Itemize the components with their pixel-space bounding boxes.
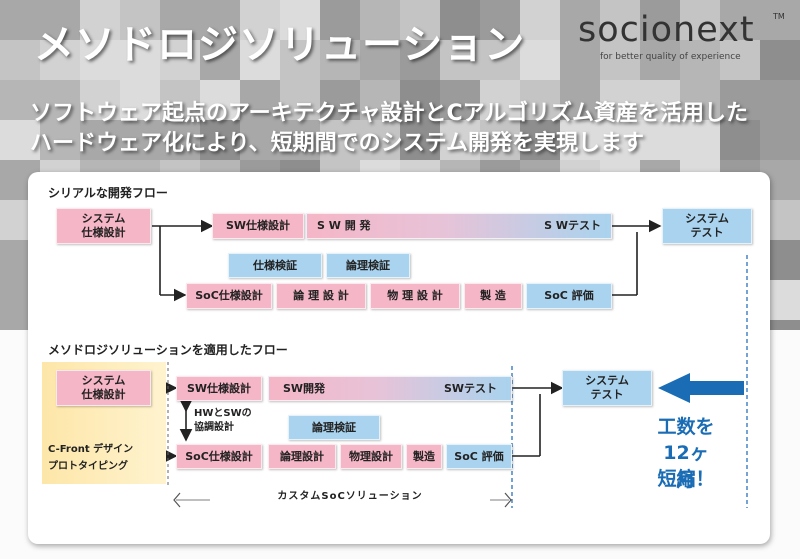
method-manufacture: 製造 <box>406 444 442 469</box>
serial-sw-dev: S W 開 発 <box>317 219 371 233</box>
method-sw-dev-test: SW開発 SWテスト <box>268 376 512 401</box>
hw-sw-coop-label: HWとSWの 協調設計 <box>194 407 252 435</box>
method-system-spec: システム 仕様設計 <box>56 370 151 406</box>
serial-logic-design: 論 理 設 計 <box>276 283 366 309</box>
serial-sw-test: S Wテスト <box>544 219 601 233</box>
serial-physical-design: 物 理 設 計 <box>370 283 460 309</box>
method-logic-design: 論理設計 <box>268 444 336 469</box>
method-logic-verify: 論理検証 <box>288 415 380 440</box>
custom-soc-label: カスタムSoCソリューション <box>210 487 490 502</box>
method-system-test: システム テスト <box>562 370 652 406</box>
serial-spec-verify: 仕様検証 <box>228 253 322 278</box>
cfront-label: C-Front デザイン プロトタイピング <box>48 441 133 475</box>
serial-sw-spec: SW仕様設計 <box>212 213 304 239</box>
methodology-flow-title: メソドロジソリューションを適用したフロー <box>48 341 288 358</box>
method-sw-test: SWテスト <box>444 382 497 396</box>
serial-system-test: システム テスト <box>662 208 752 244</box>
serial-manufacture: 製 造 <box>464 283 522 309</box>
serial-soc-eval: SoC 評価 <box>526 283 612 309</box>
result-line-1: 工数を <box>656 412 716 439</box>
serial-sw-dev-test: S W 開 発 S Wテスト <box>306 213 612 239</box>
serial-soc-spec: SoC仕様設計 <box>186 283 272 309</box>
method-sw-spec: SW仕様設計 <box>176 376 262 401</box>
serial-logic-verify: 論理検証 <box>326 253 410 278</box>
method-soc-spec: SoC仕様設計 <box>176 444 262 469</box>
result-line-3: 短縮！ <box>656 464 716 491</box>
serial-flow-title: シリアルな開発フロー <box>48 184 168 201</box>
method-physical-design: 物理設計 <box>340 444 402 469</box>
serial-system-spec: システム 仕様設計 <box>56 208 151 244</box>
method-sw-dev: SW開発 <box>283 382 325 396</box>
method-soc-eval: SoC 評価 <box>446 444 512 469</box>
